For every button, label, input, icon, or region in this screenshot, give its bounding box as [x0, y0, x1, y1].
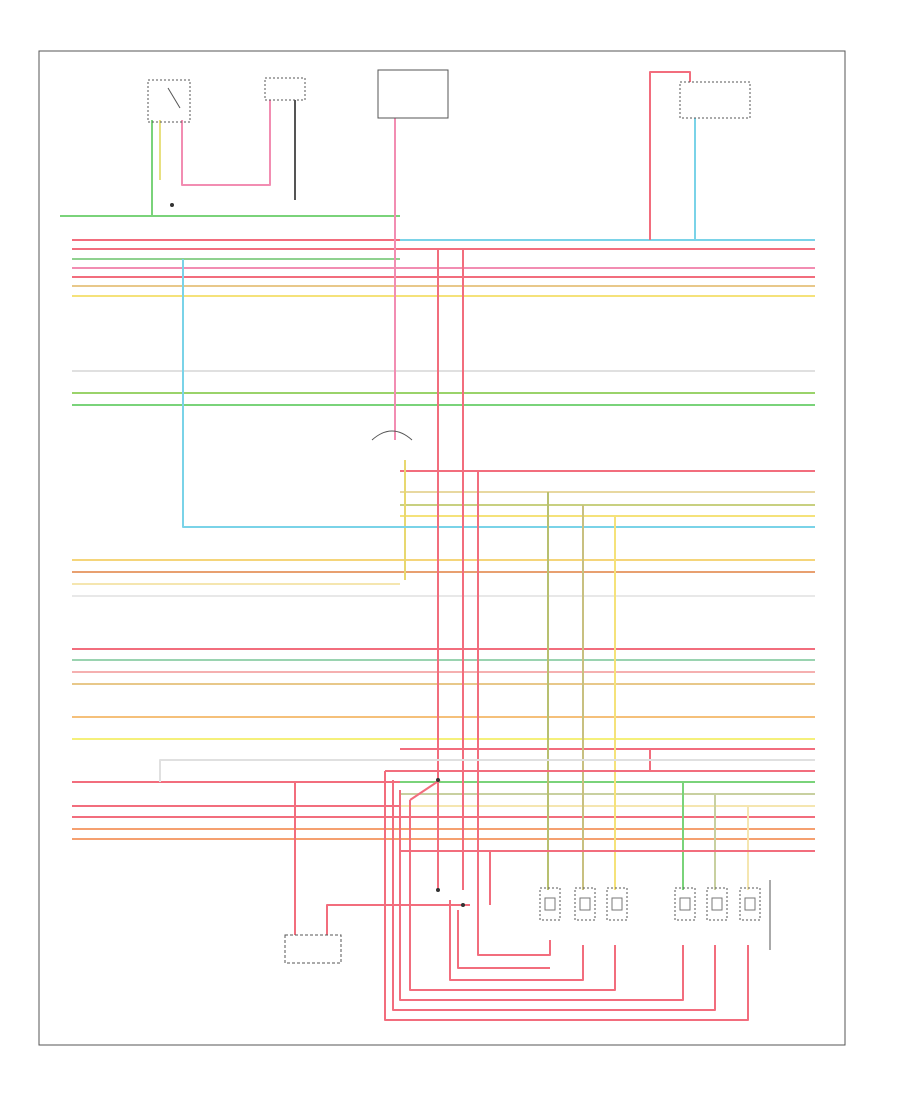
clutch-wire-pink: [181, 100, 271, 186]
relay-coil: [679, 897, 691, 911]
relay-symbol: [739, 887, 761, 921]
relay-symbol: [706, 887, 728, 921]
relay-coil: [611, 897, 623, 911]
ignition-switch-box: [377, 69, 449, 119]
bottom-connector-wire-1: [159, 759, 815, 782]
left-wire-group: [72, 215, 400, 840]
relay-row: [539, 887, 761, 921]
bottom-connector-wire-3: [326, 904, 470, 935]
relay-symbol: [606, 887, 628, 921]
module-wire-red: [649, 71, 691, 240]
relay-coil: [544, 897, 556, 911]
relay-coil: [711, 897, 723, 911]
relay-coil: [744, 897, 756, 911]
relay-symbol: [539, 887, 561, 921]
bottom-loop-6: [457, 910, 550, 969]
sensor-symbol: [371, 430, 413, 441]
splice-dot: [461, 903, 465, 907]
component-group: [147, 69, 771, 964]
center-route-b: [489, 850, 815, 905]
bottom-connector-symbol: [284, 934, 342, 964]
right-module-box: [679, 81, 751, 119]
clutch-switch-contact: [167, 87, 181, 109]
cyan-route-wire: [182, 259, 815, 528]
module-wire-cyan: [694, 118, 815, 241]
splice-dot: [436, 778, 440, 782]
bottom-loop-3: [399, 790, 684, 1001]
clutch-wire-green: [60, 120, 153, 217]
center-route-c: [409, 779, 441, 801]
bottom-loop-2: [392, 780, 716, 1011]
splice-group: [170, 203, 465, 907]
relay-symbol: [674, 887, 696, 921]
diagram-frame: [38, 50, 846, 1046]
splice-dot: [436, 888, 440, 892]
bottom-loop-4: [409, 800, 616, 991]
bottom-loop-1: [384, 771, 749, 1021]
relay-coil: [579, 897, 591, 911]
routing-wire-group: [60, 71, 815, 1021]
ground-dot: [170, 203, 174, 207]
clutch-switch-symbol: [147, 79, 191, 123]
relay-symbol: [574, 887, 596, 921]
center-pink-riser: [477, 471, 551, 956]
fuse-box-symbol: [264, 77, 306, 101]
bottom-loop-5: [449, 900, 584, 981]
